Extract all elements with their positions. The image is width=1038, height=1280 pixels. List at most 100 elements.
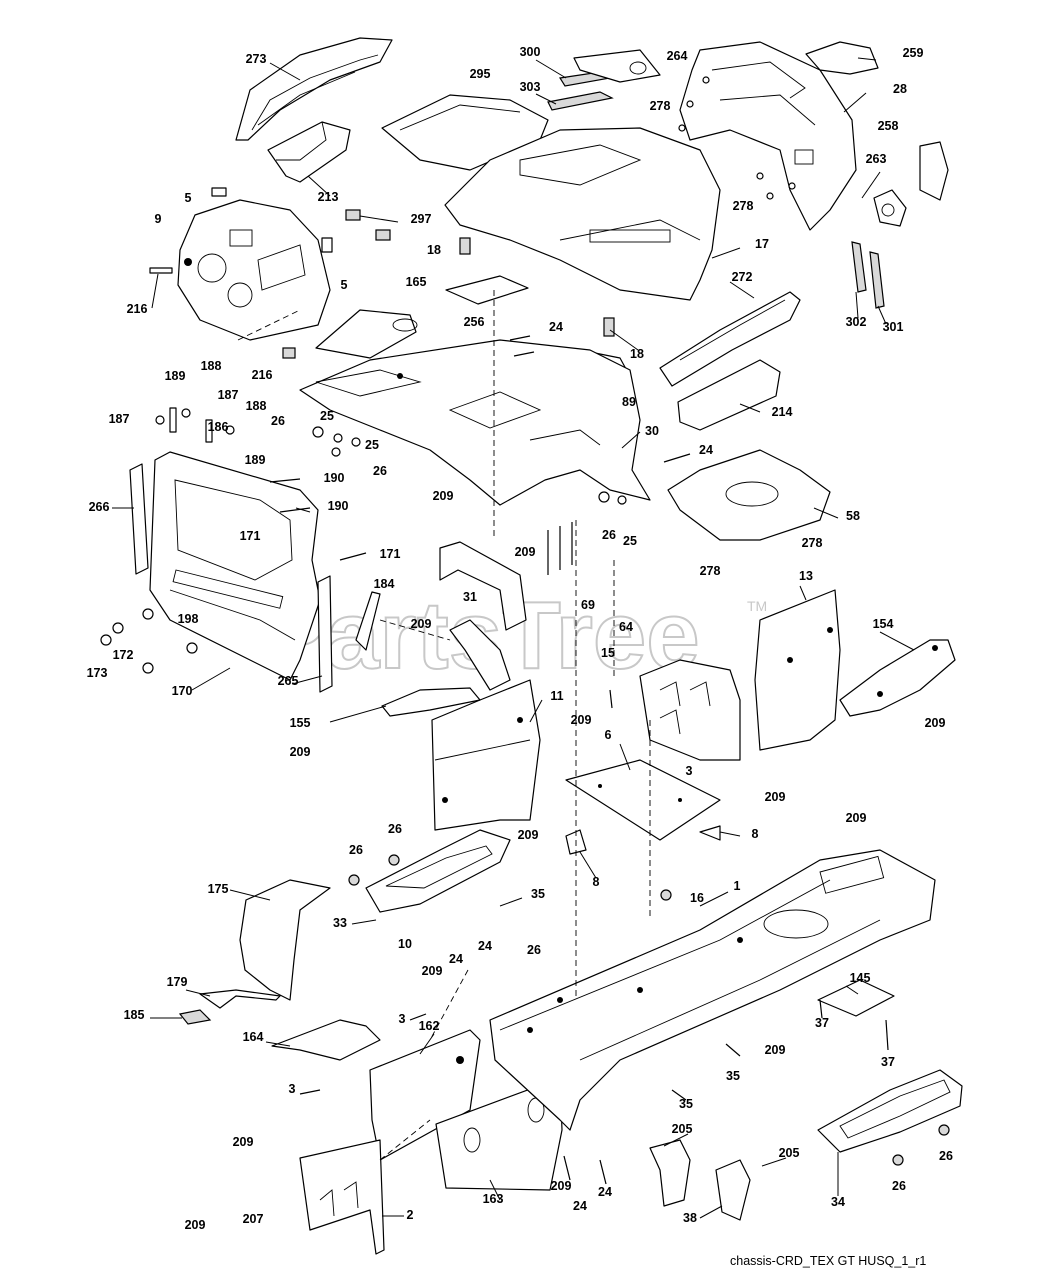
part-297-clips bbox=[345, 209, 391, 241]
part-145 bbox=[817, 979, 895, 1017]
part-front-grille-272 bbox=[659, 291, 801, 387]
part-washers-172-173-198 bbox=[100, 608, 198, 674]
part-bolt-15 bbox=[609, 689, 613, 709]
callout-number: 31 bbox=[463, 590, 477, 604]
part-strip-265 bbox=[317, 575, 333, 693]
part-chassis-frame-1 bbox=[489, 849, 936, 1131]
callout-number: 164 bbox=[243, 1030, 264, 1044]
part-washers-25-26 bbox=[312, 426, 627, 505]
part-strip-300 bbox=[547, 71, 614, 111]
callout-number: 2 bbox=[407, 1208, 414, 1222]
part-bumper-214 bbox=[677, 359, 781, 431]
callout-number: 35 bbox=[679, 1097, 693, 1111]
callout-number: 209 bbox=[422, 964, 443, 978]
callout-number: 216 bbox=[252, 368, 273, 382]
part-small-hardware-187-190 bbox=[155, 407, 367, 561]
callout-number: 172 bbox=[113, 648, 134, 662]
callout-number: 278 bbox=[650, 99, 671, 113]
part-dash-panel bbox=[177, 199, 331, 341]
callout-number: 207 bbox=[243, 1212, 264, 1226]
callout-number: 69 bbox=[581, 598, 595, 612]
callout-number: 209 bbox=[765, 1043, 786, 1057]
callout-number: 24 bbox=[478, 939, 492, 953]
part-plate-6 bbox=[565, 759, 721, 841]
callout-number: 198 bbox=[178, 612, 199, 626]
callout-number: 24 bbox=[573, 1199, 587, 1213]
callout-number: 209 bbox=[551, 1179, 572, 1193]
callout-number: 38 bbox=[683, 1211, 697, 1225]
callout-number: 16 bbox=[690, 891, 704, 905]
callout-number: 3 bbox=[289, 1082, 296, 1096]
part-knob-216 bbox=[149, 267, 296, 359]
watermark-trademark: TM bbox=[747, 598, 767, 614]
callout-number: 190 bbox=[328, 499, 349, 513]
callout-number: 26 bbox=[373, 464, 387, 478]
callout-number: 8 bbox=[593, 875, 600, 889]
part-seat-pan-170 bbox=[149, 451, 321, 681]
callout-number: 209 bbox=[515, 545, 536, 559]
callout-number: 186 bbox=[208, 420, 229, 434]
callout-number: 213 bbox=[318, 190, 339, 204]
callout-number: 256 bbox=[464, 315, 485, 329]
part-bracket-13 bbox=[754, 589, 841, 751]
callout-number: 209 bbox=[290, 745, 311, 759]
callout-number: 11 bbox=[550, 689, 563, 703]
callout-number: 278 bbox=[700, 564, 721, 578]
part-headlight-cover-259 bbox=[805, 41, 879, 75]
callout-number: 264 bbox=[667, 49, 688, 63]
callout-number: 89 bbox=[622, 395, 636, 409]
part-nut-16 bbox=[660, 889, 672, 901]
callout-number: 214 bbox=[772, 405, 793, 419]
callout-number: 300 bbox=[520, 45, 541, 59]
part-front-nose-28 bbox=[679, 41, 857, 231]
callout-number: 25 bbox=[365, 438, 379, 452]
part-hood-pad-295 bbox=[381, 94, 549, 171]
callout-number: 189 bbox=[165, 369, 186, 383]
callout-number: 187 bbox=[218, 388, 239, 402]
callout-number: 278 bbox=[802, 536, 823, 550]
callout-number: 303 bbox=[520, 80, 541, 94]
callout-number: 209 bbox=[846, 811, 867, 825]
callout-number: 173 bbox=[87, 666, 108, 680]
part-footrest-58 bbox=[667, 449, 831, 541]
part-bolts-69 bbox=[547, 522, 573, 575]
callout-number: 259 bbox=[903, 46, 924, 60]
callout-number: 189 bbox=[245, 453, 266, 467]
part-cover-256 bbox=[445, 275, 529, 305]
callout-number: 163 bbox=[483, 1192, 504, 1206]
callout-number: 17 bbox=[755, 237, 769, 251]
part-bolts-24-top bbox=[509, 335, 691, 463]
part-plate-2 bbox=[299, 1139, 385, 1255]
diagram-caption: chassis-CRD_TEX GT HUSQ_1_r1 bbox=[730, 1254, 926, 1268]
callout-number: 265 bbox=[278, 674, 299, 688]
part-bolts-lower bbox=[299, 854, 950, 1185]
callout-number: 297 bbox=[411, 212, 432, 226]
part-clip-5 bbox=[211, 187, 333, 253]
part-154 bbox=[839, 639, 956, 717]
callout-number: 145 bbox=[850, 971, 871, 985]
callout-number: 35 bbox=[531, 887, 545, 901]
callout-number: 209 bbox=[518, 828, 539, 842]
callout-number: 188 bbox=[246, 399, 267, 413]
part-plate-162 bbox=[369, 1029, 481, 1161]
callout-number: 179 bbox=[167, 975, 188, 989]
callout-number: 64 bbox=[619, 620, 633, 634]
part-footrest-34 bbox=[817, 1069, 963, 1153]
callout-number: 13 bbox=[799, 569, 813, 583]
part-plate-11 bbox=[431, 679, 541, 831]
callout-number: 35 bbox=[726, 1069, 740, 1083]
callout-number: 28 bbox=[893, 82, 907, 96]
callout-number: 263 bbox=[866, 152, 887, 166]
callout-number: 25 bbox=[320, 409, 334, 423]
callout-number: 37 bbox=[881, 1055, 895, 1069]
callout-number: 1 bbox=[734, 879, 741, 893]
callout-number: 175 bbox=[208, 882, 229, 896]
callout-number: 26 bbox=[527, 943, 541, 957]
callout-number: 205 bbox=[672, 1122, 693, 1136]
part-263 bbox=[873, 189, 907, 227]
callout-number: 15 bbox=[601, 646, 615, 660]
callout-number: 278 bbox=[733, 199, 754, 213]
callout-number: 154 bbox=[873, 617, 894, 631]
callout-number: 302 bbox=[846, 315, 867, 329]
